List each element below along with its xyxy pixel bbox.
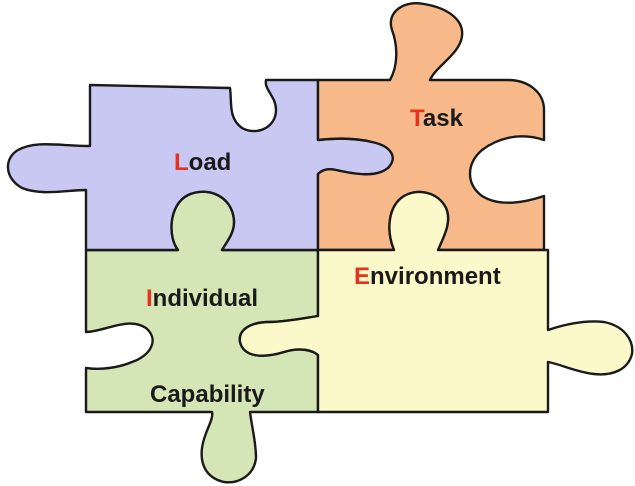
individual-label: Individual bbox=[146, 285, 258, 312]
load-initial: L bbox=[174, 149, 189, 176]
individual-initial: I bbox=[146, 285, 153, 312]
load-rest: oad bbox=[189, 149, 232, 176]
environment-piece bbox=[238, 190, 634, 414]
task-rest: ask bbox=[423, 105, 464, 132]
environment-label: Environment bbox=[354, 263, 501, 290]
task-piece bbox=[316, 2, 546, 252]
environment-initial: E bbox=[354, 263, 370, 290]
environment-rest: nvironment bbox=[370, 263, 501, 290]
task-label: Task bbox=[410, 105, 464, 132]
capability-label: Capability bbox=[150, 381, 265, 408]
load-label: Load bbox=[174, 149, 231, 176]
individual-rest: ndividual bbox=[153, 285, 258, 312]
task-initial: T bbox=[410, 105, 425, 132]
